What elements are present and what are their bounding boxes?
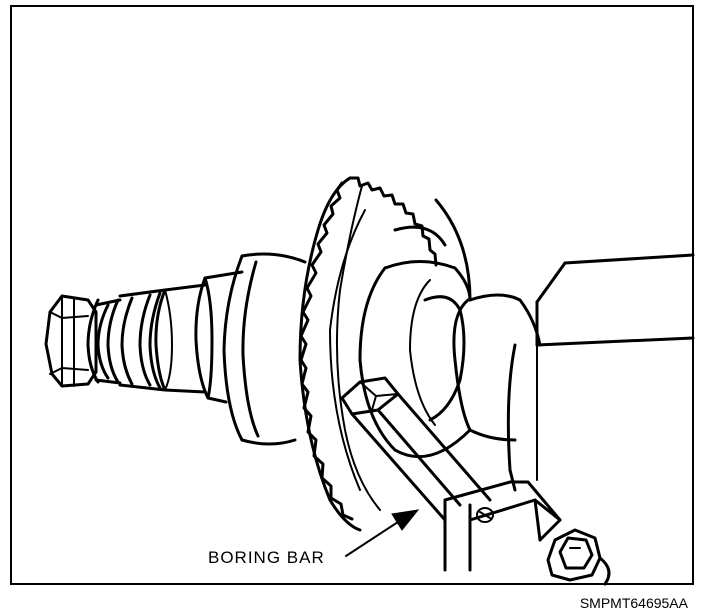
leader-arrowhead bbox=[391, 509, 420, 531]
machine-housing bbox=[506, 253, 695, 492]
mount-bolt bbox=[546, 528, 611, 586]
callout-leader bbox=[345, 509, 420, 557]
callout-label: BORING BAR bbox=[208, 548, 325, 567]
spindle-shaft bbox=[452, 293, 542, 442]
boring-bar bbox=[340, 376, 562, 572]
tone-ring-disc bbox=[298, 176, 472, 532]
stepped-spindle bbox=[86, 252, 307, 446]
spindle-nut bbox=[44, 294, 98, 388]
figure-frame bbox=[10, 5, 694, 585]
figure-id: SMPMT64695AA bbox=[580, 595, 689, 611]
